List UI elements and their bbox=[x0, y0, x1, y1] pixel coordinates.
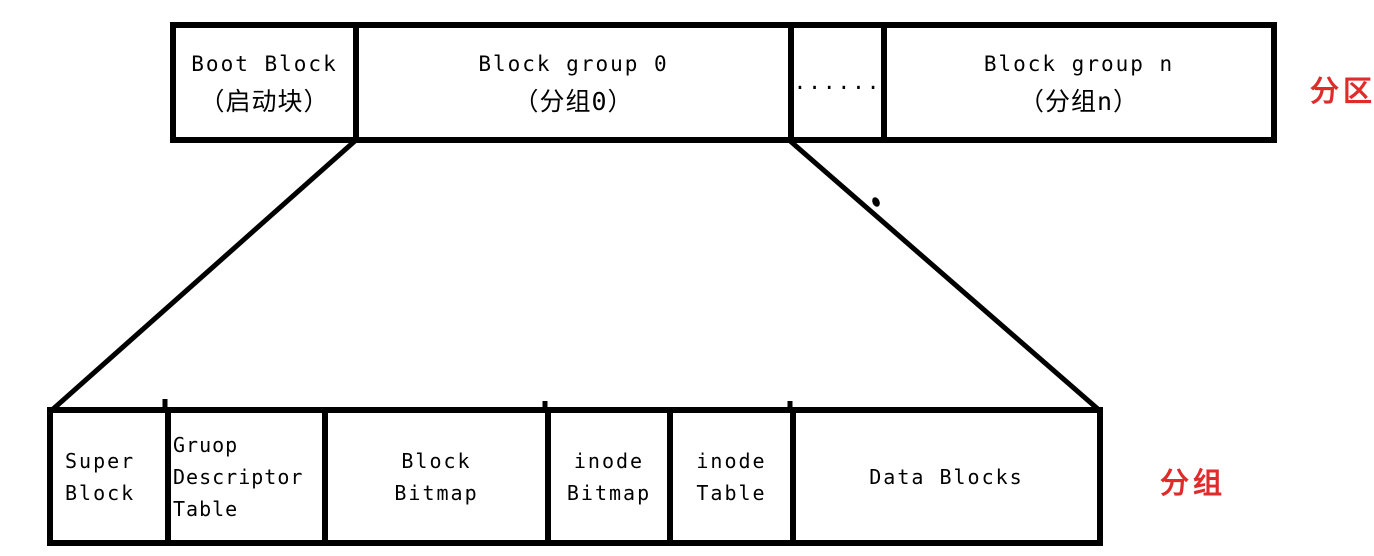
right-connector-line bbox=[787, 138, 1101, 412]
group-side-label: 分组 bbox=[1160, 466, 1227, 500]
group-descriptor-table-line: Gruop bbox=[173, 432, 239, 457]
group-descriptor-table-line: Table bbox=[173, 496, 239, 521]
boot-block-cell: Boot Block （启动块） bbox=[176, 28, 359, 137]
block-group-n-label: Block group n bbox=[983, 51, 1175, 76]
block-group-0-cell: Block group 0 （分组0） bbox=[359, 28, 794, 137]
super-block-line: Super bbox=[65, 448, 136, 473]
partition-side-label: 分区 bbox=[1310, 74, 1374, 108]
block-bitmap-cell: Block Bitmap bbox=[328, 413, 551, 540]
block-group-n-cell: Block group n （分组n） bbox=[887, 28, 1271, 137]
group-descriptor-table-line: Descriptor bbox=[173, 464, 304, 489]
block-bitmap-line: Bitmap bbox=[394, 480, 479, 505]
block-group-0-label: Block group 0 bbox=[478, 51, 669, 76]
ellipsis-label: ...... bbox=[794, 70, 882, 94]
inode-bitmap-cell: inode Bitmap bbox=[551, 413, 673, 540]
inode-table-cell: inode Table bbox=[673, 413, 796, 540]
inode-table-line: inode bbox=[696, 448, 767, 473]
inode-bitmap-line: Bitmap bbox=[566, 480, 652, 505]
boot-block-label: Boot Block bbox=[191, 51, 338, 76]
group-row: Super Block Gruop Descriptor Table Block… bbox=[47, 407, 1103, 546]
inode-table-line: Table bbox=[696, 480, 767, 505]
group-descriptor-table-cell: Gruop Descriptor Table bbox=[171, 413, 328, 540]
block-group-n-sublabel: （分组n） bbox=[1018, 86, 1140, 116]
data-blocks-label: Data Blocks bbox=[869, 464, 1024, 489]
left-connector-line bbox=[50, 138, 358, 412]
data-blocks-cell: Data Blocks bbox=[796, 413, 1097, 540]
super-block-cell: Super Block bbox=[53, 413, 171, 540]
boot-block-sublabel: （启动块） bbox=[199, 86, 330, 116]
block-group-0-sublabel: （分组0） bbox=[513, 86, 634, 116]
partition-row: Boot Block （启动块） Block group 0 （分组0） ...… bbox=[170, 22, 1277, 143]
super-block-line: Block bbox=[65, 480, 136, 505]
block-bitmap-line: Block bbox=[401, 448, 472, 473]
inode-bitmap-line: inode bbox=[573, 448, 645, 473]
ellipsis-cell: ...... bbox=[794, 28, 887, 137]
stray-ink-dot bbox=[872, 197, 880, 207]
